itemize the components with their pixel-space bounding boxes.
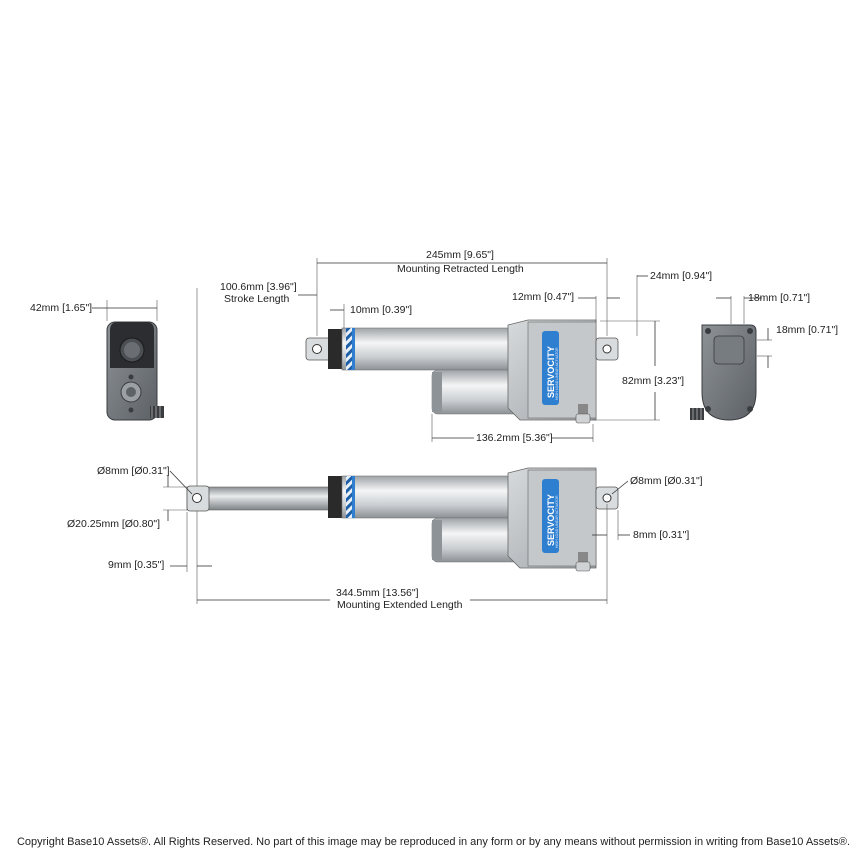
actuator-retracted: SERVOCITY HIGH LOAD LINEAR ACTUATOR [305, 319, 619, 424]
dim-offset-10mm: 10mm [0.39"] [350, 304, 412, 316]
brand-logo-top: SERVOCITY [546, 346, 556, 398]
dim-offset-12mm: 12mm [0.47"] [512, 291, 574, 303]
actuator-extended: SERVOCITY HIGH LOAD LINEAR ACTUATOR [186, 467, 619, 572]
dim-extended-caption: Mounting Extended Length [337, 599, 463, 611]
dim-width-42mm: 42mm [1.65"] [30, 302, 92, 314]
dim-offset-24mm: 24mm [0.94"] [650, 270, 712, 282]
dim-rear-hole-dia: Ø8mm [Ø0.31"] [630, 475, 703, 487]
dim-rod-dia: Ø20.25mm [Ø0.80"] [67, 518, 160, 530]
brand-logo-bottom: SERVOCITY [546, 494, 556, 546]
dim-stroke-caption: Stroke Length [224, 293, 290, 305]
dim-end-18mm-h: 18mm [0.71"] [748, 292, 810, 304]
dim-extended-length: 344.5mm [13.56"] [336, 587, 419, 599]
copyright-notice: Copyright Base10 Assets®. All Rights Res… [16, 836, 851, 848]
dim-motor-length: 136.2mm [5.36"] [476, 432, 553, 444]
brand-tagline-top: HIGH LOAD LINEAR ACTUATOR [555, 347, 559, 400]
right-end-view [690, 324, 757, 421]
dim-stroke-length: 100.6mm [3.96"] [220, 281, 297, 293]
dim-retracted-caption: Mounting Retracted Length [397, 263, 524, 275]
dim-rod-hole-dia: Ø8mm [Ø0.31"] [97, 465, 170, 477]
dim-rod-end-offset: 9mm [0.35"] [108, 559, 164, 571]
dim-rear-offset: 8mm [0.31"] [633, 529, 689, 541]
dim-retracted-length: 245mm [9.65"] [426, 249, 494, 261]
dim-height-82mm: 82mm [3.23"] [622, 375, 684, 387]
left-end-view [106, 321, 164, 421]
dim-end-18mm-v: 18mm [0.71"] [776, 324, 838, 336]
brand-tagline-bottom: HIGH LOAD LINEAR ACTUATOR [555, 495, 559, 548]
